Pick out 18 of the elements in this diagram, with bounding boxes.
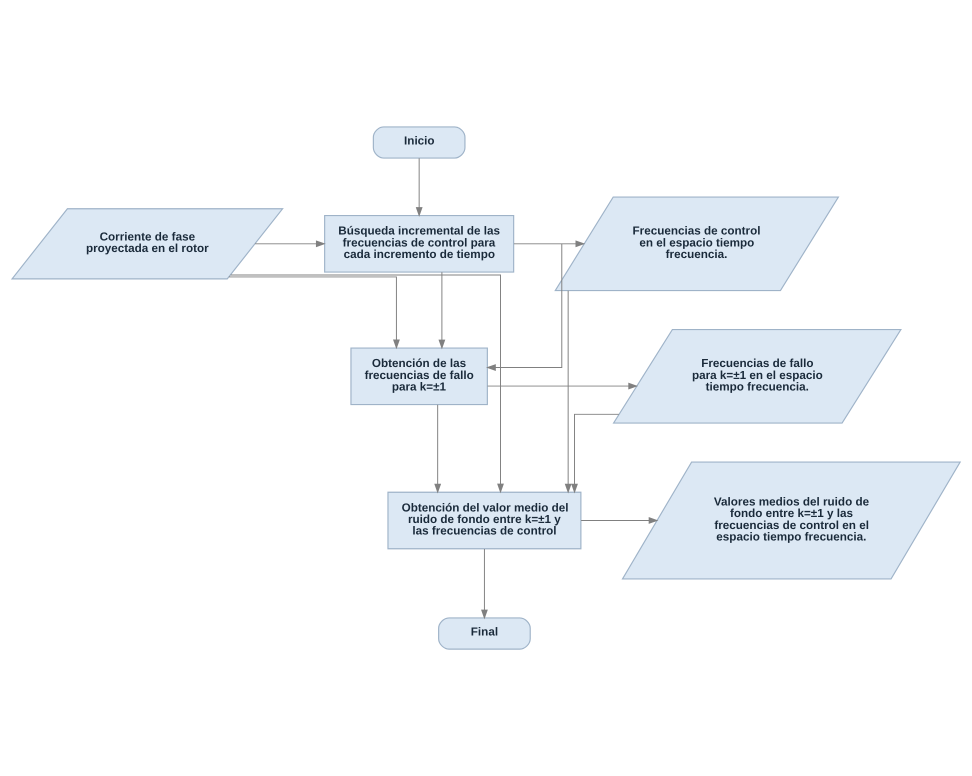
- arrow: [481, 548, 488, 620]
- node-box: Obtención del valor medio del ruido de fondo entre k=±1 y las frecuencias de control: [387, 492, 582, 550]
- arrow: [254, 240, 326, 248]
- arrow: [571, 414, 620, 494]
- node-box: Obtención de las frecuencias de fallo para k=±1: [350, 347, 488, 406]
- arrow: [416, 158, 423, 217]
- arrow: [438, 272, 446, 350]
- arrow: [434, 404, 442, 494]
- arrow: [580, 517, 658, 524]
- node-box: Final: [438, 617, 531, 650]
- arrow: [487, 382, 638, 390]
- arrow: [513, 240, 586, 248]
- arrow: [228, 276, 400, 350]
- node-box: Búsqueda incremental de las frecuencias de control para cada incremento de tiempo: [324, 214, 514, 273]
- node-box: Inicio: [372, 126, 466, 159]
- arrow: [564, 290, 572, 494]
- arrow: [486, 243, 562, 371]
- arrow: [230, 274, 504, 494]
